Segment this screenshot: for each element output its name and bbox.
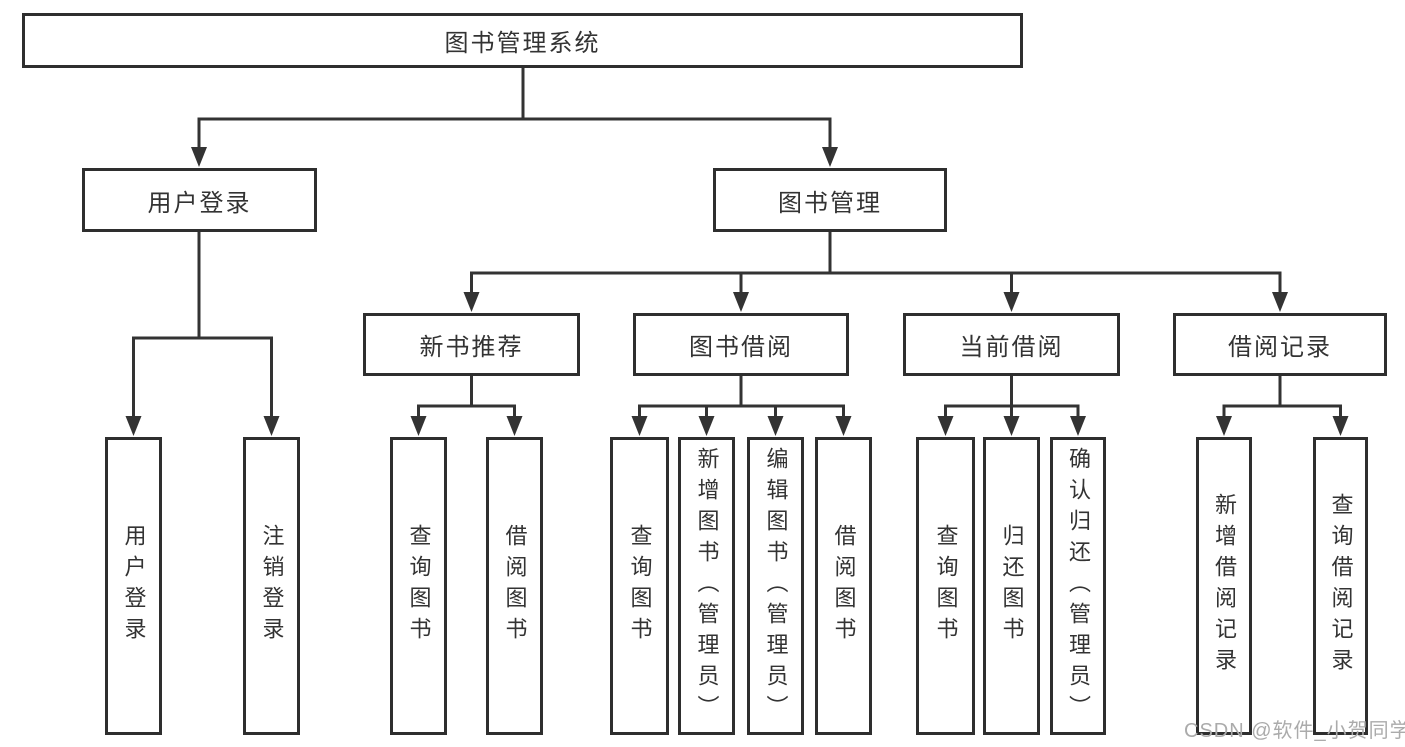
- node-borrowing-records-label: 借阅记录: [1228, 334, 1332, 361]
- leaf-query-books-1-label: 查询图书: [406, 524, 432, 648]
- leaf-query-books-2-label: 查询图书: [627, 524, 653, 648]
- node-user-login-label: 用户登录: [147, 189, 252, 217]
- leaf-edit-books-admin: 编辑图书（管理员）: [747, 437, 804, 735]
- node-book-management-label: 图书管理: [778, 189, 882, 217]
- leaf-borrow-books-1: 借阅图书: [486, 437, 543, 735]
- node-root-label: 图书管理系统: [444, 30, 601, 57]
- leaf-query-books-1: 查询图书: [390, 437, 447, 735]
- node-current-borrowing-label: 当前借阅: [959, 334, 1064, 361]
- leaf-edit-books-admin-label: 编辑图书（管理员）: [763, 446, 789, 726]
- leaf-borrow-books-2-label: 借阅图书: [831, 524, 857, 648]
- leaf-add-borrow-record-label: 新增借阅记录: [1212, 493, 1237, 679]
- csdn-watermark: CSDN @软件_小贺同学: [1184, 720, 1405, 742]
- leaf-borrow-books-2: 借阅图书: [815, 437, 872, 735]
- leaf-query-borrow-record-label: 查询借阅记录: [1328, 493, 1354, 679]
- node-new-book-recommend-label: 新书推荐: [419, 334, 524, 361]
- leaf-query-books-2: 查询图书: [610, 437, 669, 735]
- leaf-query-borrow-record: 查询借阅记录: [1313, 437, 1368, 735]
- node-current-borrowing: 当前借阅: [903, 313, 1120, 376]
- leaf-user-login: 用户登录: [105, 437, 162, 735]
- leaf-return-books: 归还图书: [983, 437, 1040, 735]
- leaf-logout-label: 注销登录: [259, 524, 285, 648]
- leaf-return-books-label: 归还图书: [999, 524, 1025, 648]
- leaf-query-books-3: 查询图书: [916, 437, 975, 735]
- node-book-borrowing: 图书借阅: [633, 313, 849, 376]
- leaf-confirm-return-admin-label: 确认归还（管理员）: [1066, 446, 1091, 726]
- node-root: 图书管理系统: [22, 13, 1023, 68]
- node-book-borrowing-label: 图书借阅: [689, 334, 793, 361]
- leaf-query-books-3-label: 查询图书: [933, 524, 959, 648]
- node-user-login: 用户登录: [82, 168, 317, 232]
- leaf-confirm-return-admin: 确认归还（管理员）: [1050, 437, 1106, 735]
- leaf-add-books-admin-label: 新增图书（管理员）: [694, 446, 720, 726]
- leaf-user-login-label: 用户登录: [121, 524, 147, 648]
- leaf-logout: 注销登录: [243, 437, 300, 735]
- node-borrowing-records: 借阅记录: [1173, 313, 1387, 376]
- leaf-add-books-admin: 新增图书（管理员）: [678, 437, 735, 735]
- node-new-book-recommend: 新书推荐: [363, 313, 580, 376]
- leaf-borrow-books-1-label: 借阅图书: [502, 524, 528, 648]
- node-book-management: 图书管理: [713, 168, 947, 232]
- leaf-add-borrow-record: 新增借阅记录: [1196, 437, 1252, 735]
